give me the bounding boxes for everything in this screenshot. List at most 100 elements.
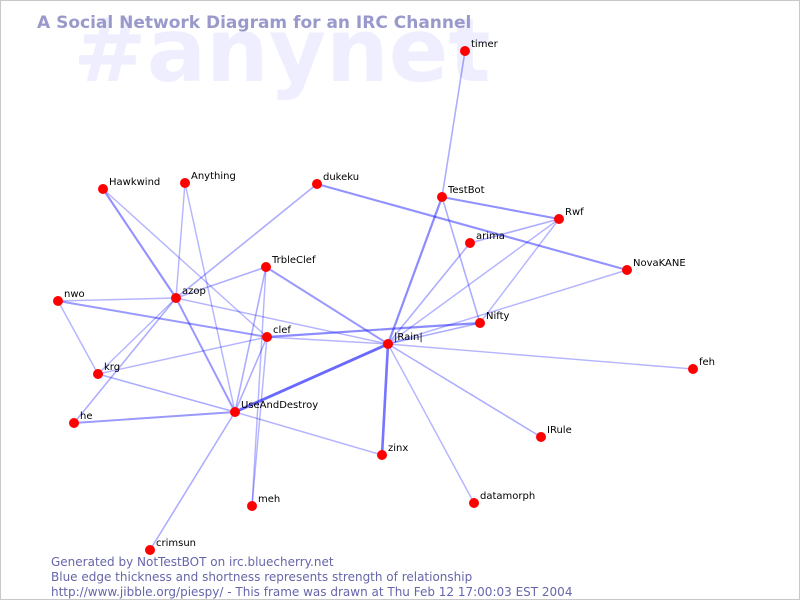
node-meh: meh: [247, 494, 280, 511]
edge-IRain-zinx: [380, 343, 390, 456]
node-Nifty: Nifty: [475, 311, 510, 328]
node-dot-NovaKANE: [622, 265, 632, 275]
edge-IRain-azop: [175, 297, 389, 345]
edge-TestBot-Nifty: [441, 196, 481, 324]
edge-IRain-datamorph: [387, 343, 475, 504]
footer-generated-by: Generated by NotTestBOT on irc.bluecherr…: [51, 555, 334, 569]
node-label-TestBot: TestBot: [447, 185, 485, 196]
edge-UseAndDestroy-zinx: [234, 411, 383, 456]
footer-legend-note: Blue edge thickness and shortness repres…: [51, 570, 472, 584]
node-dot-Rwf: [554, 214, 564, 224]
edge-Anything-azop: [175, 182, 186, 299]
edge-IRain-clef: [266, 336, 389, 345]
edge-IRain-UseAndDestroy: [234, 342, 389, 414]
node-label-azop: azop: [182, 286, 206, 297]
node-dukeku: dukeku: [312, 172, 359, 189]
node-dot-meh: [247, 501, 257, 511]
edge-nwo-krg: [57, 300, 99, 375]
edge-Rwf-arima: [469, 218, 560, 244]
node-Anything: Anything: [180, 171, 236, 188]
node-label-datamorph: datamorph: [480, 491, 535, 502]
node-label-clef: clef: [273, 325, 291, 336]
node-dot-crimsun: [145, 545, 155, 555]
node-label-UseAndDestroy: UseAndDestroy: [241, 400, 318, 411]
node-label-arima: arima: [476, 231, 505, 242]
edge-azop-UseAndDestroy: [175, 297, 236, 413]
node-dot-TestBot: [437, 192, 447, 202]
node-IRule: IRule: [536, 425, 572, 442]
edge-Rwf-Nifty: [479, 218, 560, 324]
node-dot-TrbleClef: [261, 262, 271, 272]
node-label-IRain: |Rain|: [394, 332, 423, 343]
edge-nwo-azop: [57, 297, 177, 302]
node-label-feh: feh: [699, 357, 715, 368]
edge-arima-IRain: [387, 242, 471, 345]
edge-TestBot-Rwf: [441, 195, 560, 221]
node-dot-Anything: [180, 178, 190, 188]
edge-he-UseAndDestroy: [73, 411, 236, 424]
node-label-zinx: zinx: [388, 443, 408, 454]
node-dot-arima: [465, 238, 475, 248]
edge-Rwf-IRain: [387, 218, 560, 345]
node-dot-UseAndDestroy: [230, 407, 240, 417]
node-label-nwo: nwo: [64, 289, 85, 300]
edge-Nifty-clef: [266, 321, 481, 339]
node-dot-feh: [688, 364, 698, 374]
node-UseAndDestroy: UseAndDestroy: [230, 400, 318, 417]
node-label-timer: timer: [471, 39, 499, 50]
node-clef: clef: [262, 325, 291, 342]
node-TrbleClef: TrbleClef: [261, 255, 316, 272]
node-label-IRule: IRule: [547, 425, 572, 436]
edge-Nifty-IRain: [387, 322, 481, 345]
node-timer: timer: [460, 39, 499, 56]
edge-IRain-feh: [387, 343, 694, 370]
node-dot-he: [69, 418, 79, 428]
node-azop: azop: [171, 286, 206, 303]
node-dot-azop: [171, 293, 181, 303]
edge-Anything-UseAndDestroy: [184, 182, 236, 413]
node-TestBot: TestBot: [437, 185, 485, 202]
edge-IRain-IRule: [387, 343, 542, 438]
edge-UseAndDestroy-crimsun: [149, 411, 236, 551]
node-Rwf: Rwf: [554, 207, 584, 224]
edge-clef-UseAndDestroy: [234, 336, 268, 413]
edge-azop-he: [73, 297, 177, 424]
node-Hawkwind: Hawkwind: [98, 177, 160, 194]
node-dot-nwo: [53, 296, 63, 306]
node-dot-dukeku: [312, 179, 322, 189]
node-label-meh: meh: [258, 494, 280, 505]
edge-NovaKANE-IRain: [387, 269, 628, 345]
node-label-TrbleClef: TrbleClef: [271, 255, 316, 266]
node-dot-IRain: [383, 339, 393, 349]
node-label-krg: krg: [104, 362, 120, 373]
node-dot-Nifty: [475, 318, 485, 328]
edge-azop-krg: [97, 297, 177, 375]
node-zinx: zinx: [377, 443, 408, 460]
edge-TrbleClef-UseAndDestroy: [234, 266, 267, 413]
edge-clef-meh: [251, 336, 268, 507]
node-IRain: |Rain|: [383, 332, 423, 349]
node-nwo: nwo: [53, 289, 85, 306]
node-label-Hawkwind: Hawkwind: [109, 177, 160, 188]
node-label-Anything: Anything: [191, 171, 236, 182]
node-label-dukeku: dukeku: [323, 172, 359, 183]
edge-dukeku-NovaKANE: [316, 182, 628, 272]
node-NovaKANE: NovaKANE: [622, 258, 686, 275]
edge-krg-UseAndDestroy: [97, 373, 236, 413]
footer-frame-info: http://www.jibble.org/piespy/ - This fra…: [51, 585, 572, 599]
edge-IRain-TrbleClef: [265, 266, 389, 345]
edges-layer: [57, 50, 694, 551]
node-label-Rwf: Rwf: [565, 207, 584, 218]
node-he: he: [69, 411, 93, 428]
node-crimsun: crimsun: [145, 538, 196, 555]
channel-watermark: #anynet: [73, 1, 491, 102]
edge-clef-krg: [97, 336, 268, 375]
node-feh: feh: [688, 357, 715, 374]
node-datamorph: datamorph: [469, 491, 535, 508]
edge-Hawkwind-azop: [102, 188, 177, 299]
node-dot-timer: [460, 46, 470, 56]
node-label-NovaKANE: NovaKANE: [633, 258, 686, 269]
